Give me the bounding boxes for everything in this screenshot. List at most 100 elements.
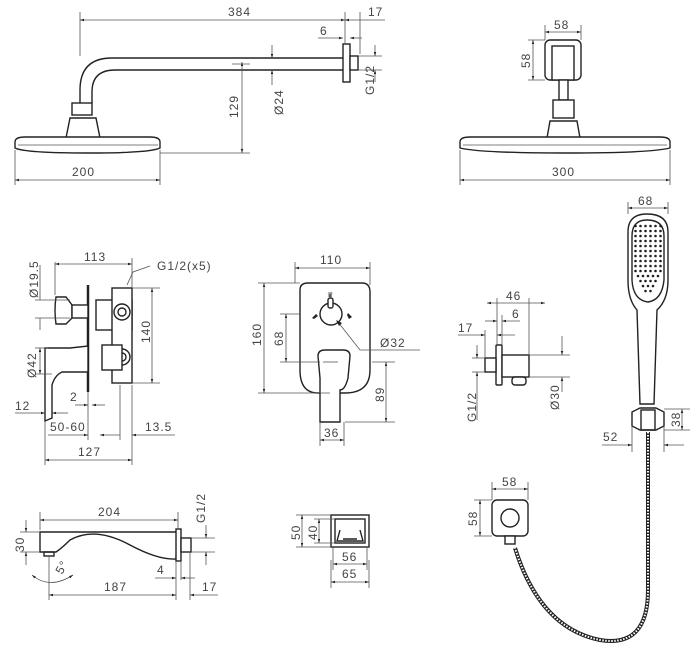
hand-shower: 68 38 52 [513,194,690,643]
dim-spout-flange: 4 [157,563,165,577]
nozzle-dot [659,254,662,258]
flow-arrows-icon [312,313,352,319]
nozzle-dot [634,234,637,238]
dim-head-width-front: 300 [552,165,575,179]
nozzle-dot [649,234,652,238]
nozzle-dot [644,269,647,273]
nozzle-dot [649,249,652,253]
concealed-body-side-view: Ø19.5 113 G1/2(x5) 140 Ø42 2 12 50-60 13… [15,250,212,465]
wall-outlet-side-view: 46 6 17 G1/2 Ø30 [458,289,570,422]
nozzle-dot [659,259,662,263]
nozzle-dot [639,224,642,228]
dim-thread-x5: G1/2(x5) [157,259,212,273]
dim-spout-thread-length: 17 [202,580,217,594]
nozzle-dot [644,244,647,248]
spray-nozzles [634,224,662,293]
nozzle-dot [656,274,660,278]
nozzle-dot [654,264,657,268]
dim-spout-thread: G1/2 [194,493,208,523]
nozzle-dot [649,229,652,233]
nozzle-dot [654,224,657,228]
nozzle-dot [644,279,647,283]
nozzle-dot [649,259,652,263]
nozzle-dot [634,269,637,273]
nozzle-dot [649,224,652,228]
nozzle-dot [634,229,637,233]
dim-plate-width: 110 [320,253,342,267]
dim-depth: 113 [84,250,106,264]
dim-outlet-diameter: Ø30 [548,384,562,410]
nozzle-dot [654,279,657,283]
nozzle-dot [654,249,657,253]
overhead-shower-side-view: 384 17 6 129 Ø24 G1/2 200 [14,5,385,185]
nozzle-dot [644,224,647,228]
dim-outlet-flange: 6 [512,307,520,321]
nozzle-dot [634,224,637,228]
nozzle-dot [649,279,652,283]
nozzle-dot [639,269,642,273]
spout-side-view: 204 30 G1/2 5° 4 187 17 [13,493,218,600]
nozzle-dot [644,229,647,233]
dim-spout-inner-height: 40 [306,525,320,540]
dim-head-width-hand: 68 [638,194,653,208]
dim-outlet-diameter: Ø19.5 [27,260,41,298]
nozzle-dot [639,279,642,283]
nozzle-dot [639,244,642,248]
nozzle-dot [639,264,642,268]
dim-arm-length: 384 [228,5,251,19]
dim-outlet-front-height: 58 [466,511,480,526]
dim-holder-height: 38 [669,412,683,427]
dim-spout-outer-width: 65 [342,567,357,581]
nozzle-dot [634,249,637,253]
nozzle-dot [646,274,650,278]
crown-icon: ♛ [327,291,334,299]
nozzle-dot [644,239,647,243]
nozzle-dot [639,239,642,243]
dim-offset: 13.5 [145,420,172,434]
dim-height: 140 [139,320,153,343]
nozzle-dot [659,264,662,268]
dim-pipe-diameter: Ø24 [272,89,286,115]
dim-thread: G1/2 [363,65,377,95]
nozzle-dot [654,234,657,238]
dim-drop: 129 [227,95,241,118]
nozzle-dot [644,254,647,258]
nozzle-dot [659,244,662,248]
dim-bracket-height: 58 [519,53,533,68]
nozzle-dot [654,229,657,233]
dim-spout-angle: 5° [52,558,71,577]
nozzle-dot [644,289,647,293]
nozzle-dot [659,224,662,228]
nozzle-dot [659,249,662,253]
dim-outlet-thread: G1/2 [465,392,479,422]
nozzle-dot [634,259,637,263]
dim-spout-height: 30 [13,537,27,552]
dim-spout-outer-height: 50 [289,525,303,540]
nozzle-dot [644,259,647,263]
nozzle-dot [639,254,642,258]
dim-lever-height: 89 [373,387,387,402]
dim-knob-diameter: Ø32 [380,336,406,350]
nozzle-dot [634,264,637,268]
dim-spout-inner-width: 56 [342,550,357,564]
nozzle-dot [644,234,647,238]
nozzle-dot [649,289,652,293]
trim-plate-front-view: ♛ 110 160 68 Ø32 89 36 [250,253,420,446]
nozzle-dot [641,274,645,278]
dim-head-width: 200 [72,165,95,179]
nozzle-dot [649,254,652,258]
nozzle-dot [644,249,647,253]
overhead-shower-front-view: 58 58 300 [459,18,671,185]
nozzle-dot [659,234,662,238]
nozzle-dot [649,239,652,243]
nozzle-dot [654,269,657,273]
nozzle-dot [634,254,637,258]
dim-holder-width: 52 [603,430,618,444]
dim-bracket-width: 58 [554,18,569,32]
nozzle-dot [649,244,652,248]
nozzle-dot [639,259,642,263]
dim-lever: 12 [15,399,30,413]
nozzle-dot [654,239,657,243]
nozzle-dot [639,229,642,233]
